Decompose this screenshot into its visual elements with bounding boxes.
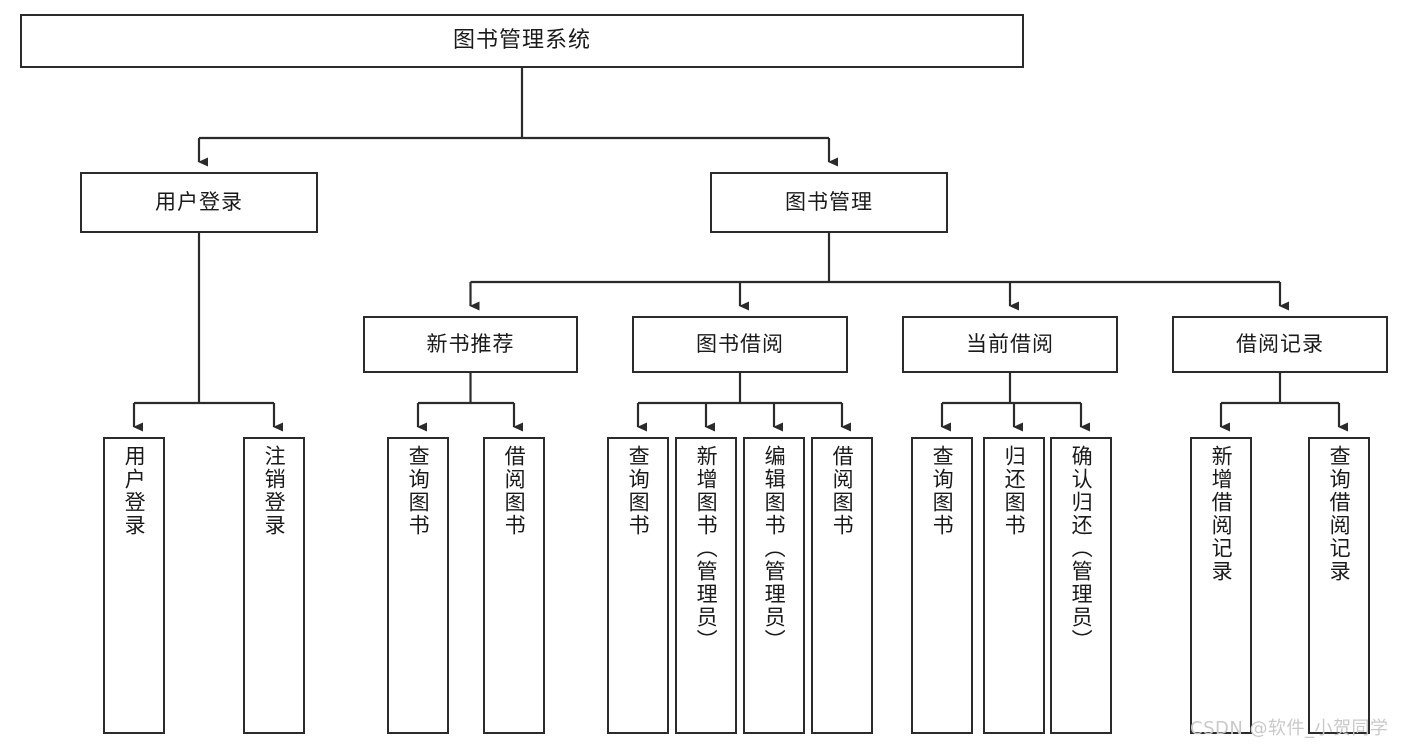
node-label: 归还图书: [1002, 445, 1027, 537]
node-label: 查询借阅记录: [1327, 445, 1352, 583]
node-current[interactable]: 当前借阅: [902, 316, 1118, 373]
node-label: 用户登录: [155, 190, 243, 215]
node-label: 新增图书（管理员）: [694, 445, 719, 652]
node-bookmgmt[interactable]: 图书管理: [710, 172, 948, 233]
node-label: 图书管理系统: [452, 28, 591, 54]
node-newbook[interactable]: 新书推荐: [363, 316, 578, 373]
node-leaf-nb-query[interactable]: 查询图书: [387, 437, 449, 734]
node-records[interactable]: 借阅记录: [1172, 316, 1388, 373]
node-label: 确认归还（管理员）: [1069, 445, 1094, 652]
csdn-watermark: CSDN @软件_小贺同学: [1190, 718, 1389, 739]
node-leaf-user-login[interactable]: 用户登录: [103, 437, 165, 734]
node-label: 当前借阅: [966, 332, 1054, 357]
node-leaf-cur-confirm[interactable]: 确认归还（管理员）: [1050, 437, 1112, 734]
node-leaf-cur-query[interactable]: 查询图书: [911, 437, 973, 734]
node-label: 新增借阅记录: [1209, 445, 1234, 583]
node-label: 新书推荐: [426, 332, 515, 357]
node-leaf-rec-add[interactable]: 新增借阅记录: [1190, 437, 1252, 734]
node-label: 图书借阅: [696, 332, 784, 357]
node-leaf-bw-edit[interactable]: 编辑图书（管理员）: [743, 437, 805, 734]
node-leaf-cur-return[interactable]: 归还图书: [983, 437, 1045, 734]
node-borrow[interactable]: 图书借阅: [632, 316, 848, 373]
node-leaf-bw-add[interactable]: 新增图书（管理员）: [675, 437, 737, 734]
node-label: 查询图书: [406, 445, 431, 537]
node-leaf-nb-borrow[interactable]: 借阅图书: [483, 437, 545, 734]
node-label: 查询图书: [626, 445, 651, 537]
node-root[interactable]: 图书管理系统: [20, 14, 1024, 68]
node-label: 查询图书: [930, 445, 955, 537]
node-leaf-rec-query[interactable]: 查询借阅记录: [1308, 437, 1370, 734]
node-label: 注销登录: [262, 445, 287, 537]
node-leaf-bw-borrow[interactable]: 借阅图书: [811, 437, 873, 734]
node-login[interactable]: 用户登录: [80, 172, 318, 233]
node-label: 图书管理: [785, 190, 873, 215]
node-leaf-bw-query[interactable]: 查询图书: [607, 437, 669, 734]
node-label: 用户登录: [122, 445, 147, 537]
node-label: 编辑图书（管理员）: [762, 445, 787, 652]
node-label: 借阅图书: [830, 445, 855, 537]
node-label: 借阅图书: [502, 445, 527, 537]
node-leaf-user-logout[interactable]: 注销登录: [243, 437, 305, 734]
node-label: 借阅记录: [1236, 332, 1324, 357]
connector-paths: [132, 68, 1348, 432]
